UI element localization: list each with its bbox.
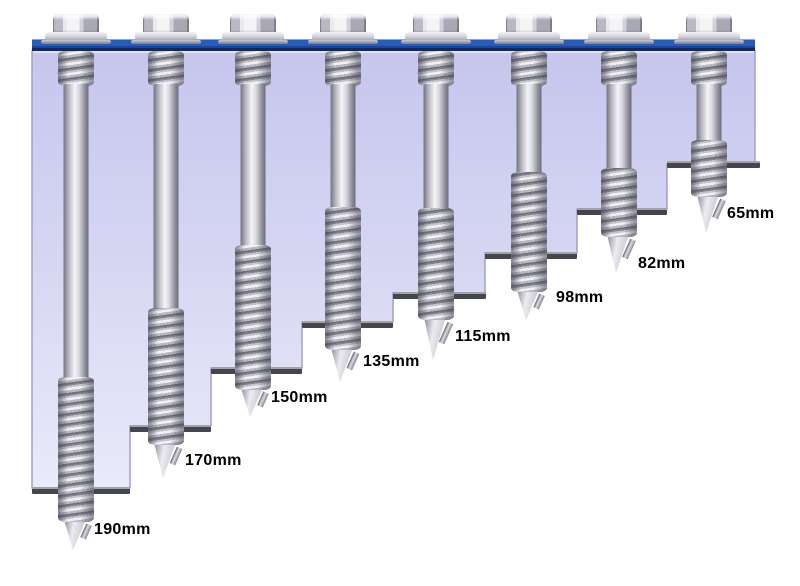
hex-head [53,14,99,33]
length-label: 150mm [271,389,328,406]
under-sheet-highlight [33,51,754,53]
drill-tip [604,237,636,273]
drill-tip [61,522,92,550]
length-label: 98mm [556,289,604,306]
shank [516,84,542,176]
shank [606,84,632,172]
hex-head [413,14,459,33]
hex-head [143,14,189,33]
flange-washer [498,32,560,41]
screw-98mm [494,0,564,586]
flange-washer [312,32,374,41]
flange-washer [678,32,740,41]
screw-115mm [401,0,471,586]
drill-tip [421,320,454,360]
upper-thread [601,51,637,86]
shank [330,84,356,211]
screw-65mm [674,0,744,586]
seal-washer [584,40,654,44]
hex-head [596,14,642,33]
screw-135mm [308,0,378,586]
seal-washer [41,40,111,44]
lower-thread [418,208,454,320]
drill-tip [514,292,545,320]
hex-head [320,14,366,33]
flange-washer [588,32,650,41]
length-label: 135mm [363,353,420,370]
length-label: 82mm [638,255,686,272]
upper-thread [325,51,361,86]
seal-washer [674,40,744,44]
upper-thread [511,51,547,86]
length-label: 115mm [455,328,511,345]
drill-tip [328,350,360,382]
shank [423,84,449,212]
length-label: 65mm [727,205,775,222]
flange-washer [135,32,197,41]
lower-thread [325,207,361,350]
lower-thread [235,245,271,390]
hex-head [506,14,552,33]
hex-head [686,14,732,33]
screw-150mm [218,0,288,586]
lower-thread [511,172,547,292]
shank [63,84,89,381]
seal-washer [308,40,378,44]
drill-tip [694,197,726,233]
shank [240,84,266,249]
upper-thread [418,51,454,86]
flange-washer [222,32,284,41]
shank [696,84,722,144]
roof-sheet-bar [32,39,755,51]
seal-washer [401,40,471,44]
seal-washer [131,40,201,44]
screw-170mm [131,0,201,586]
seal-washer [218,40,288,44]
lower-thread [691,140,727,197]
screw-82mm [584,0,654,586]
drill-tip [238,390,269,417]
screw-190mm [41,0,111,586]
upper-thread [58,51,94,86]
lower-thread [601,168,637,237]
seal-washer [494,40,564,44]
shank [153,84,179,312]
lower-thread [58,377,94,522]
hex-head [230,14,276,33]
drill-tip [151,445,183,478]
flange-washer [45,32,107,41]
flange-washer [405,32,467,41]
length-label: 190mm [94,521,151,538]
length-label: 170mm [185,452,242,469]
upper-thread [235,51,271,86]
upper-thread [148,51,184,86]
lower-thread [148,308,184,445]
upper-thread [691,51,727,86]
